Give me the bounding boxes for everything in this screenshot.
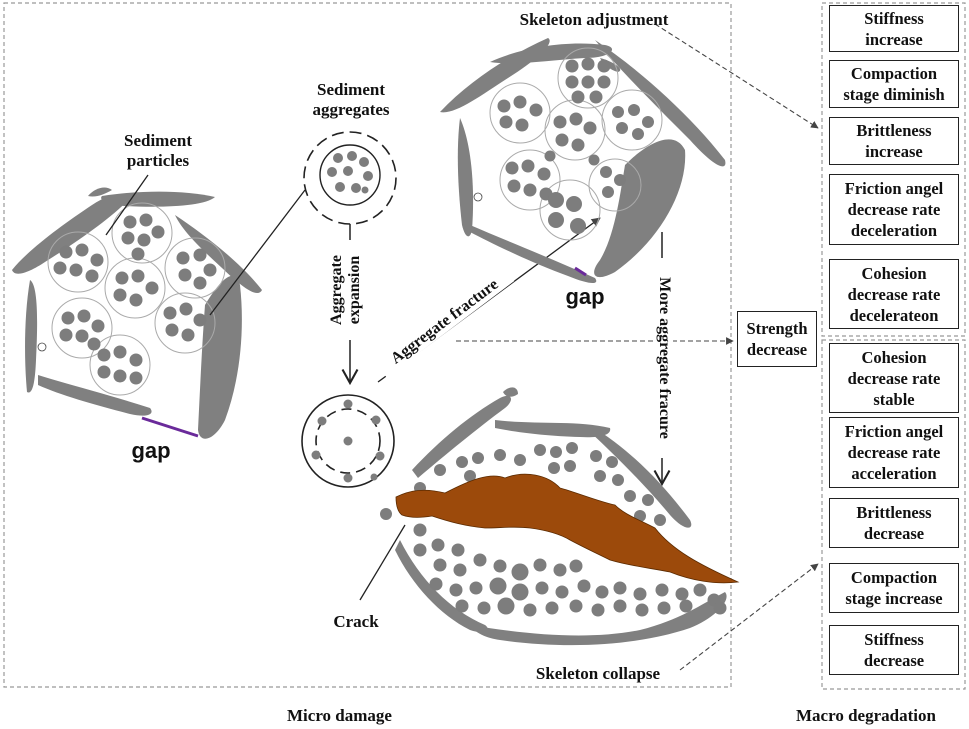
micro-damage-frame xyxy=(3,2,732,688)
macro-degradation-caption: Macro degradation xyxy=(796,706,936,725)
sediment-aggregates-label: Sediment aggregates xyxy=(312,80,390,119)
macro-box-cohesion-stable: Cohesion decrease rate stable xyxy=(829,343,959,413)
aggregate-after xyxy=(301,394,395,488)
collapsed-soil-structure xyxy=(359,387,740,646)
left-soil-structure xyxy=(12,174,306,439)
macro-box-brittleness-increase: Brittleness increase xyxy=(829,117,959,165)
macro-box-stiffness-decrease: Stiffness decrease xyxy=(829,625,959,675)
macro-box-friction-deceleration: Friction angel decrease rate deceleratio… xyxy=(829,174,959,245)
sediment-particles-label: Sediment particles xyxy=(124,131,192,170)
macro-box-compaction-diminish: Compaction stage diminish xyxy=(829,60,959,108)
macro-box-brittleness-decrease: Brittleness decrease xyxy=(829,498,959,548)
skeleton-collapse-label: Skeleton collapse xyxy=(535,664,661,683)
left-skeleton-grains xyxy=(12,187,262,439)
strength-decrease-box: Strength decrease xyxy=(737,311,817,367)
aggregate-expansion-label: Aggregate expansion xyxy=(328,240,368,340)
top-right-soil-structure xyxy=(440,38,726,284)
dashed-connectors xyxy=(456,23,819,671)
macro-bottom-frame xyxy=(821,339,966,690)
macro-box-stiffness-increase: Stiffness increase xyxy=(829,5,959,52)
gap-label-right: gap xyxy=(565,284,605,309)
macro-box-friction-acceleration: Friction angel decrease rate acceleratio… xyxy=(829,417,959,488)
macro-box-cohesion-deceleration: Cohesion decrease rate decelerateon xyxy=(829,259,959,329)
macro-box-compaction-increase: Compaction stage increase xyxy=(829,563,959,613)
left-aggregate-outlines xyxy=(47,202,226,396)
crack-label: Crack xyxy=(333,612,379,631)
macro-top-frame xyxy=(821,2,966,337)
micro-damage-caption: Micro damage xyxy=(287,706,392,725)
crack-shape xyxy=(395,473,740,584)
aggregate-before xyxy=(303,131,397,225)
more-aggregate-fracture-label: More aggregate fracure xyxy=(655,258,673,458)
left-particles xyxy=(53,213,217,385)
gap-label-left: gap xyxy=(131,438,171,463)
skeleton-adjustment-label: Skeleton adjustment xyxy=(519,10,669,29)
